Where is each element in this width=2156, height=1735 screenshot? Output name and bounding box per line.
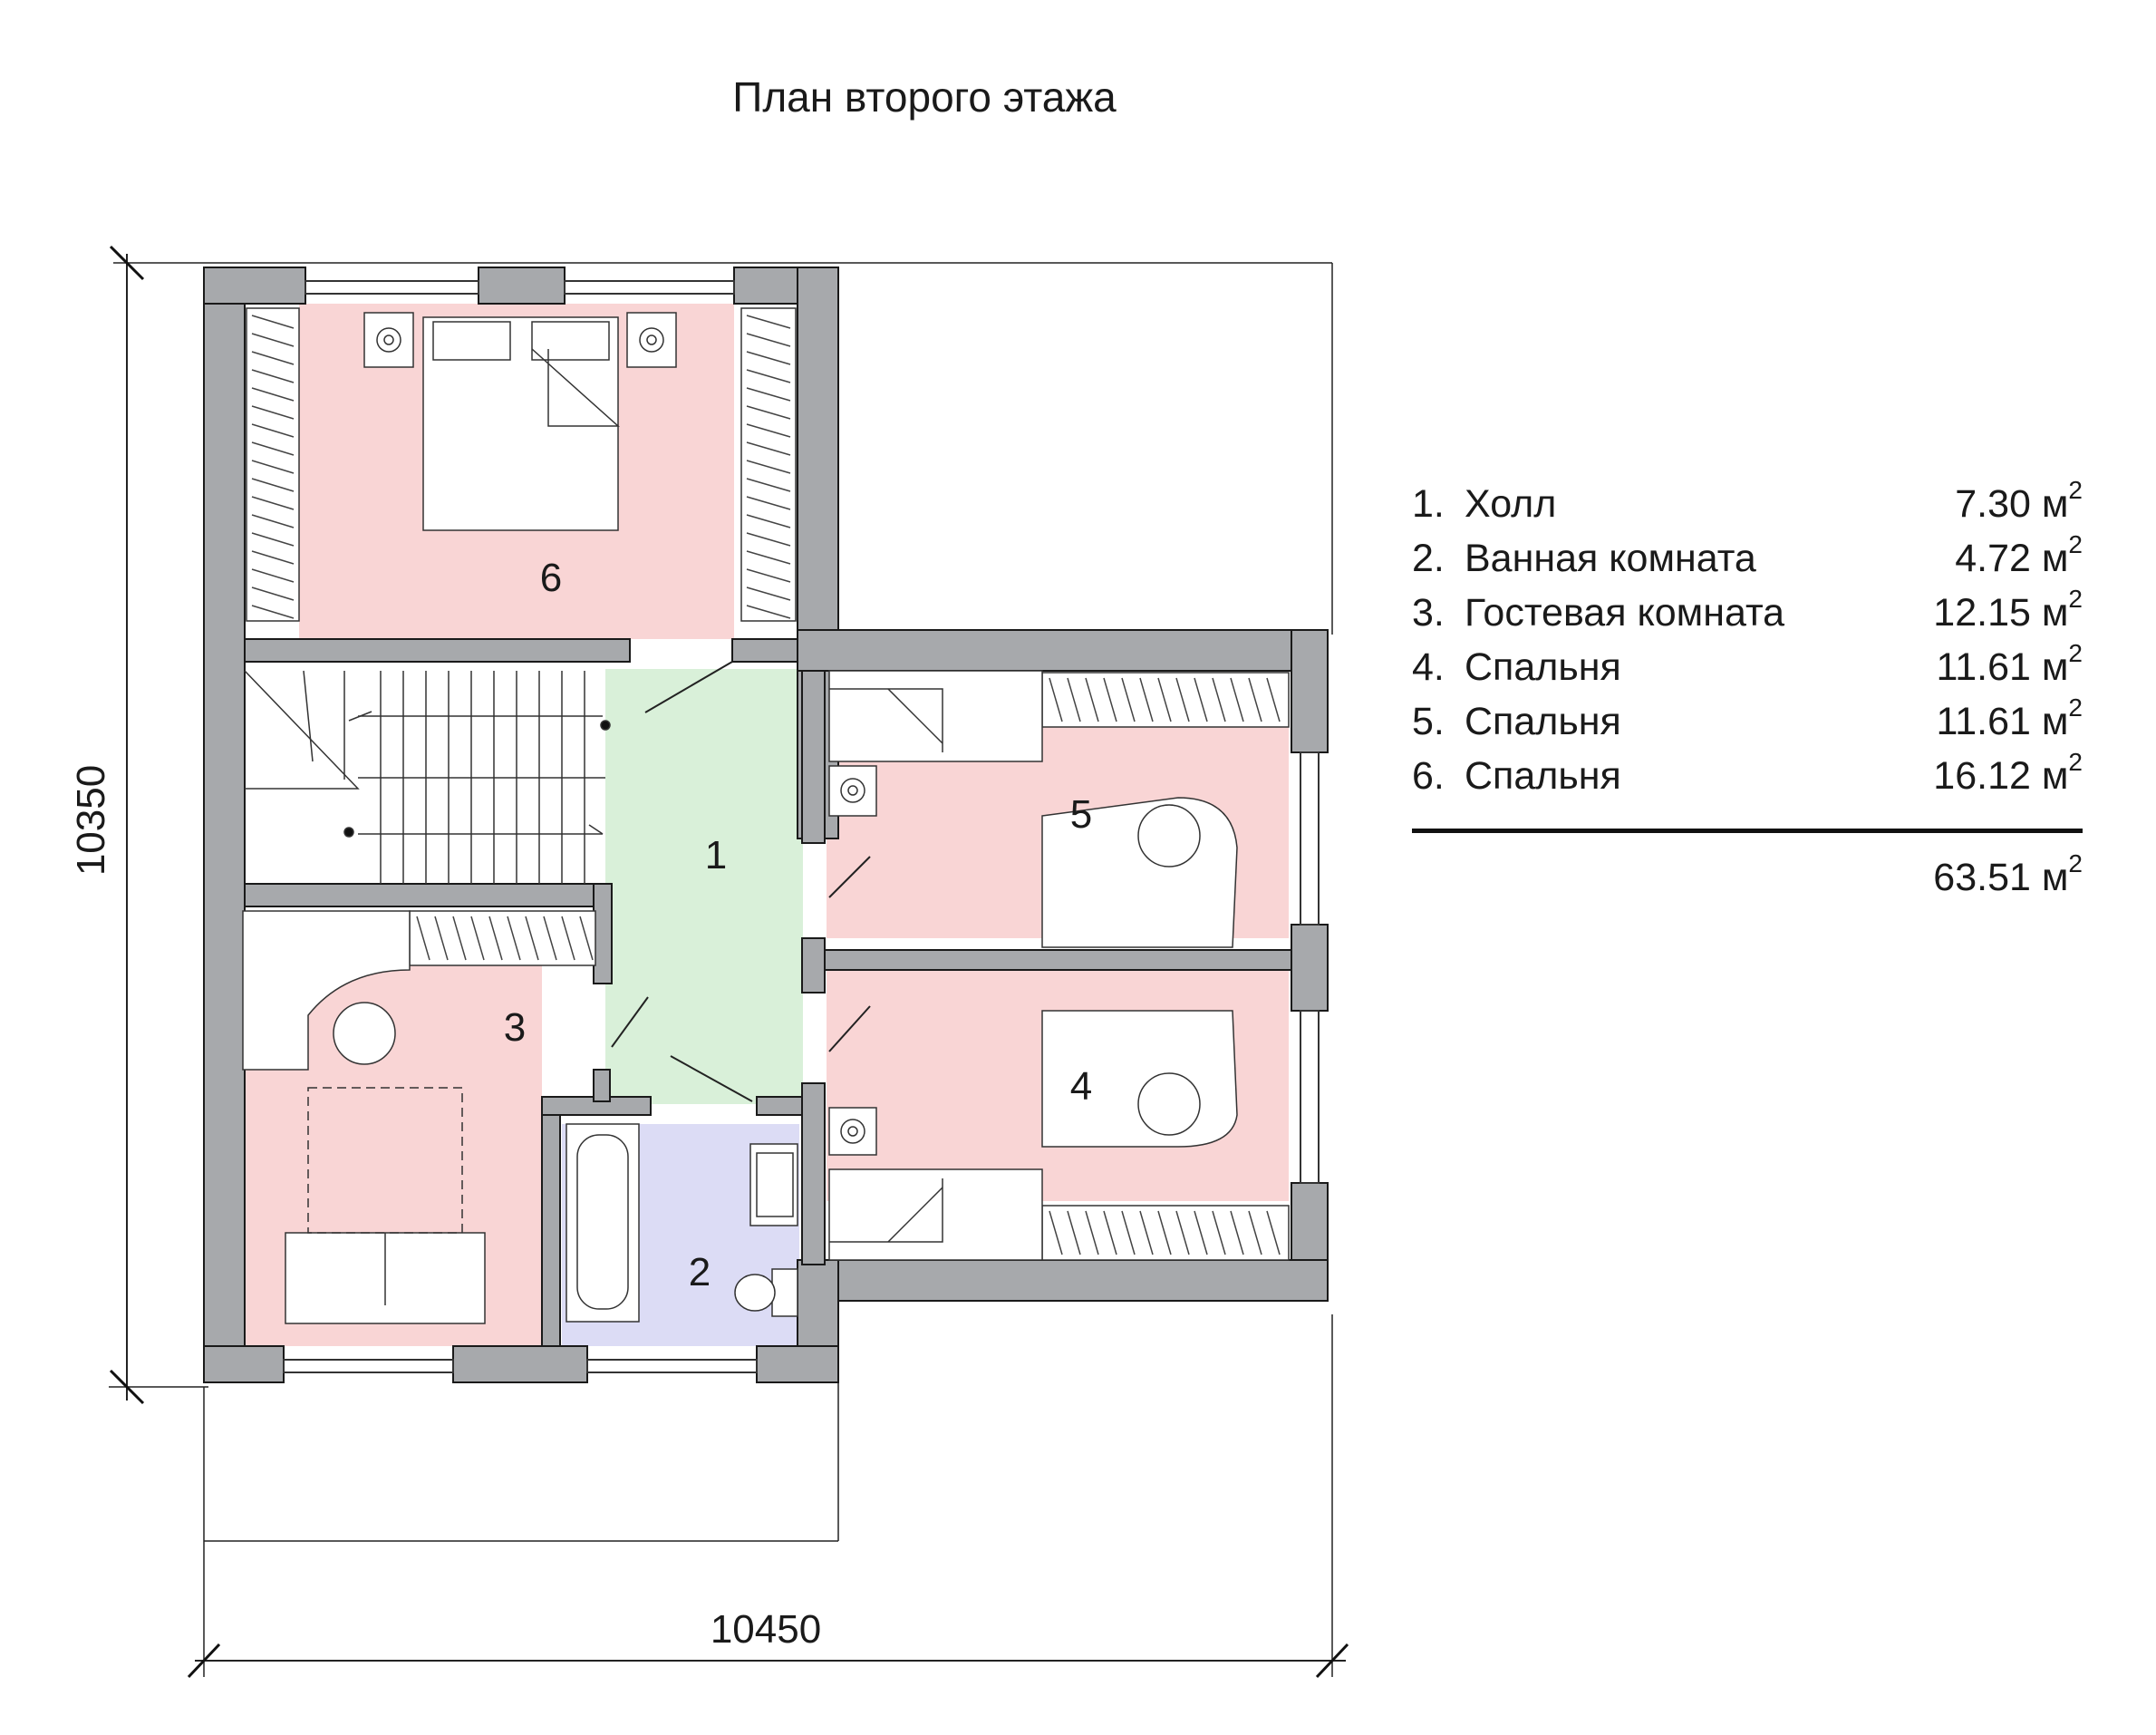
room-labels: 1 2 3 4 5 6 bbox=[504, 556, 1092, 1294]
desks bbox=[242, 797, 1238, 1148]
bathroom-fixtures bbox=[566, 1123, 798, 1323]
legend-room-area: 11.61 м2 bbox=[1936, 639, 2083, 690]
room-label-5: 5 bbox=[1070, 792, 1092, 837]
legend-room-area: 16.12 м2 bbox=[1933, 748, 2083, 799]
stairs bbox=[244, 670, 611, 884]
area-legend: 1. Холл 7.30 м2 2. Ванная комната 4.72 м… bbox=[1412, 476, 2083, 899]
wardrobes bbox=[246, 307, 1290, 1261]
room-label-3: 3 bbox=[504, 1005, 526, 1050]
legend-room-area: 7.30 м2 bbox=[1955, 476, 2083, 527]
legend-room-name: Спальня bbox=[1465, 700, 1621, 743]
room-1-fill bbox=[605, 669, 803, 1104]
legend-room-name: Холл bbox=[1465, 482, 1557, 526]
legend-total-area: 63.51 м2 bbox=[1933, 849, 2083, 900]
legend-room-name: Гостевая комната bbox=[1465, 591, 1785, 635]
plan-title: План второго этажа bbox=[732, 73, 1117, 121]
legend-number: 1. bbox=[1412, 482, 1445, 526]
legend-number: 5. bbox=[1412, 700, 1445, 743]
legend-row: 2. Ванная комната 4.72 м2 bbox=[1412, 530, 2083, 591]
legend-number: 2. bbox=[1412, 537, 1445, 580]
legend-room-area: 11.61 м2 bbox=[1936, 693, 2083, 744]
legend-row: 4. Спальня 11.61 м2 bbox=[1412, 639, 2083, 700]
dimension-width: 10450 bbox=[711, 1607, 821, 1652]
legend-row: 5. Спальня 11.61 м2 bbox=[1412, 693, 2083, 754]
legend-room-name: Ванная комната bbox=[1465, 537, 1756, 580]
legend-row: 1. Холл 7.30 м2 bbox=[1412, 476, 2083, 537]
legend-list: 1. Холл 7.30 м2 2. Ванная комната 4.72 м… bbox=[1412, 476, 2083, 809]
door-swings bbox=[611, 661, 871, 1102]
bedside-tables bbox=[363, 312, 877, 1156]
room-label-1: 1 bbox=[705, 833, 727, 877]
legend-room-area: 4.72 м2 bbox=[1955, 530, 2083, 581]
windows bbox=[283, 280, 1320, 1373]
legend-room-area: 12.15 м2 bbox=[1933, 585, 2083, 635]
legend-number: 6. bbox=[1412, 754, 1445, 798]
room-label-2: 2 bbox=[689, 1250, 711, 1294]
legend-number: 3. bbox=[1412, 591, 1445, 635]
legend-room-name: Спальня bbox=[1465, 754, 1621, 798]
legend-row: 3. Гостевая комната 12.15 м2 bbox=[1412, 585, 2083, 645]
dimension-height: 10350 bbox=[69, 765, 113, 876]
legend-row: 6. Спальня 16.12 м2 bbox=[1412, 748, 2083, 809]
room-label-4: 4 bbox=[1070, 1064, 1092, 1109]
legend-divider bbox=[1412, 829, 2083, 833]
dimension-ticks bbox=[109, 245, 1349, 1679]
room-label-6: 6 bbox=[540, 556, 562, 600]
legend-number: 4. bbox=[1412, 645, 1445, 689]
legend-room-name: Спальня bbox=[1465, 645, 1621, 689]
wardrobe-hatching bbox=[251, 315, 1281, 1255]
walls bbox=[203, 267, 1329, 1383]
beds bbox=[285, 316, 1043, 1324]
